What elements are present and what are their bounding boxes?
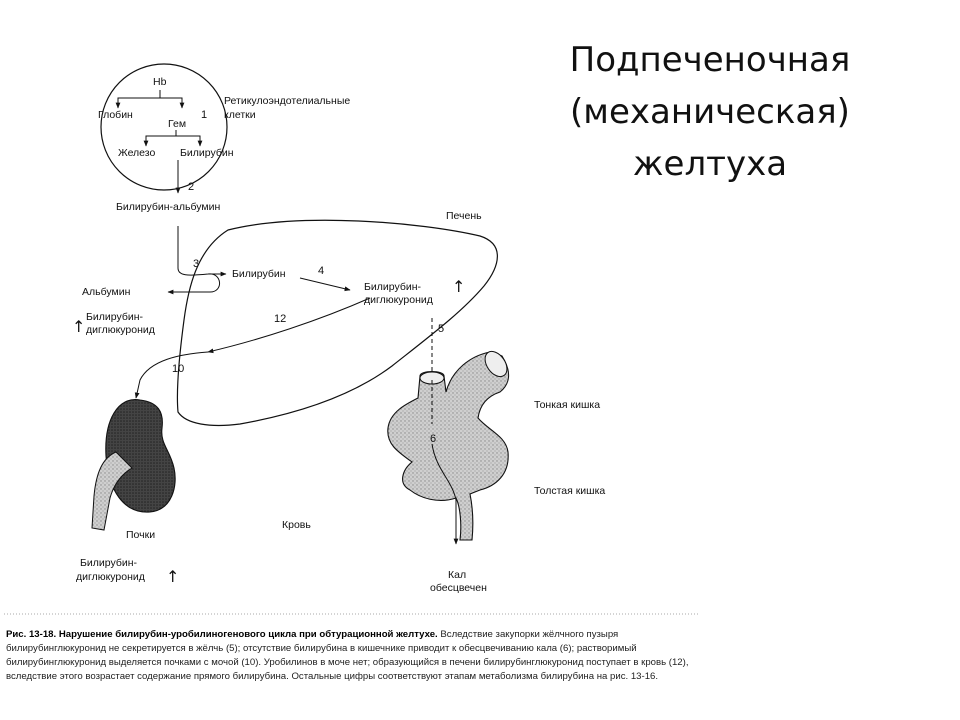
step-number-5: 5 bbox=[438, 323, 444, 335]
slide-title-line-1: Подпеченочная bbox=[569, 40, 851, 80]
kidney bbox=[91, 399, 176, 531]
liver-increase-arrow: ↑ bbox=[452, 277, 465, 296]
step-number-6: 6 bbox=[430, 433, 436, 445]
step-number-4: 4 bbox=[318, 265, 324, 277]
intestines bbox=[387, 350, 510, 545]
label-res-line1: Ретикулоэндотелиальные bbox=[224, 95, 350, 107]
label-bilirubin-liver: Билирубин bbox=[232, 268, 286, 280]
slide-title: Подпеченочная (механическая) желтуха bbox=[520, 34, 900, 190]
label-blood-bd-line2: диглюкуронид bbox=[86, 324, 155, 336]
step-number-10: 10 bbox=[172, 363, 184, 375]
step-number-1: 1 bbox=[201, 109, 207, 121]
step-number-3: 3 bbox=[193, 258, 199, 270]
slide-title-line-3: желтуха bbox=[632, 144, 788, 184]
label-hb: Hb bbox=[153, 76, 167, 88]
label-stool-line2: обесцвечен bbox=[430, 582, 487, 594]
reticuloendothelial-cell bbox=[100, 63, 228, 191]
urine-increase-arrow: ↑ bbox=[166, 567, 179, 586]
liver-outline bbox=[176, 219, 498, 427]
caption-bold: Рис. 13-18. Нарушение билирубин-уробилин… bbox=[6, 629, 438, 640]
step-number-2: 2 bbox=[188, 181, 194, 193]
label-bilirubin-top: Билирубин bbox=[180, 147, 234, 159]
label-globin: Глобин bbox=[98, 109, 133, 121]
label-blood: Кровь bbox=[282, 519, 311, 531]
slide-title-line-2: (механическая) bbox=[570, 92, 850, 132]
label-diglucuronide-line2: диглюкуронид bbox=[364, 294, 433, 306]
label-bilirubin-albumin: Билирубин-альбумин bbox=[116, 201, 220, 213]
blood-increase-arrow: ↑ bbox=[72, 317, 85, 336]
label-diglucuronide-line1: Билирубин- bbox=[364, 281, 422, 293]
label-res-line2: клетки bbox=[224, 109, 256, 121]
label-kidneys: Почки bbox=[126, 529, 155, 541]
label-zhelezo: Железо bbox=[118, 147, 155, 159]
label-gem: Гем bbox=[168, 118, 186, 130]
bilirubin-cycle-diagram: Hb Глобин Гем 1 Железо Билирубин Ретикул… bbox=[4, 63, 700, 615]
label-liver: Печень bbox=[446, 210, 482, 222]
figure-caption: Рис. 13-18. Нарушение билирубин-уробилин… bbox=[6, 628, 696, 684]
caption-text: Вследствие закупорки жёлчного пузыря бил… bbox=[6, 629, 689, 682]
label-urine-bd-line2: диглюкуронид bbox=[76, 571, 145, 583]
label-large-intestine: Толстая кишка bbox=[534, 485, 605, 497]
label-blood-bd-line1: Билирубин- bbox=[86, 311, 144, 323]
label-albumin: Альбумин bbox=[82, 286, 131, 298]
label-small-intestine: Тонкая кишка bbox=[534, 399, 600, 411]
label-urine-bd-line1: Билирубин- bbox=[80, 557, 138, 569]
label-stool-line1: Кал bbox=[448, 569, 466, 581]
step-number-12: 12 bbox=[274, 313, 286, 325]
